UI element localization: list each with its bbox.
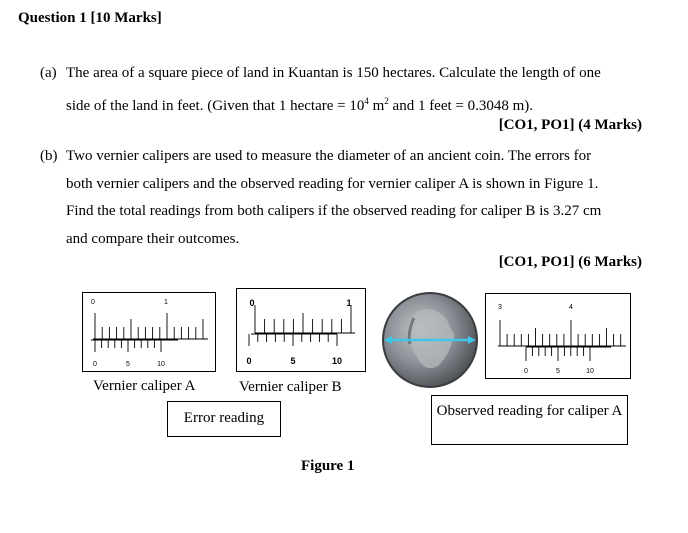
observed-vernier-label-0: 0 bbox=[524, 368, 528, 375]
caliper-a-vernier-label-10: 10 bbox=[157, 361, 165, 368]
caliper-a-vernier-label-5: 5 bbox=[126, 361, 130, 368]
part-a-text: (a) The area of a square piece of land in… bbox=[40, 60, 650, 120]
part-b-line1: Two vernier calipers are used to measure… bbox=[66, 148, 592, 164]
part-a-line1: The area of a square piece of land in Ku… bbox=[66, 65, 601, 81]
caliper-a-caption: Vernier caliper A bbox=[93, 378, 196, 394]
part-b-line3: Find the total readings from both calipe… bbox=[66, 203, 602, 219]
caliper-a-main-label-0: 0 bbox=[91, 299, 95, 306]
caliper-b-vernier-label-0: 0 bbox=[246, 356, 251, 366]
part-a-label: (a) bbox=[40, 65, 57, 81]
part-b-line4: and compare their outcomes. bbox=[66, 230, 240, 247]
vernier-caliper-a-diagram: 0 1 0 5 10 bbox=[82, 292, 216, 372]
part-b-marks: [CO1, PO1] (6 Marks) bbox=[498, 254, 642, 270]
observed-vernier-label-5: 5 bbox=[556, 368, 560, 375]
caliper-a-main-label-1: 1 bbox=[164, 299, 168, 306]
part-b-label: (b) bbox=[40, 148, 58, 164]
ancient-coin-image bbox=[382, 292, 478, 388]
caliper-b-vernier-label-10: 10 bbox=[332, 356, 342, 366]
part-a-marks: [CO1, PO1] (4 Marks) bbox=[498, 117, 642, 133]
observed-reading-box: Observed reading for caliper A bbox=[431, 395, 628, 445]
figure-caption: Figure 1 bbox=[301, 458, 355, 474]
caliper-b-main-label-0: 0 bbox=[249, 298, 254, 308]
part-b-line2: both vernier calipers and the observed r… bbox=[66, 175, 599, 192]
caliper-b-main-label-1: 1 bbox=[346, 298, 351, 308]
error-reading-box: Error reading bbox=[167, 401, 281, 437]
caliper-b-caption: Vernier caliper B bbox=[239, 379, 342, 395]
part-b-text: (b) Two vernier calipers are used to meas… bbox=[40, 143, 650, 253]
vernier-caliper-b-diagram: 0 1 0 5 10 bbox=[236, 288, 366, 372]
caliper-b-vernier-label-5: 5 bbox=[290, 356, 295, 366]
question-title: Question 1 [10 Marks] bbox=[18, 10, 162, 26]
observed-main-label-4: 4 bbox=[569, 304, 573, 311]
observed-main-label-3: 3 bbox=[498, 304, 502, 311]
observed-vernier-label-10: 10 bbox=[586, 368, 594, 375]
caliper-a-vernier-label-0: 0 bbox=[93, 361, 97, 368]
part-a-line2: side of the land in feet. (Given that 1 … bbox=[66, 95, 534, 114]
observed-reading-caliper-a-diagram: 3 4 0 5 10 bbox=[485, 293, 631, 379]
